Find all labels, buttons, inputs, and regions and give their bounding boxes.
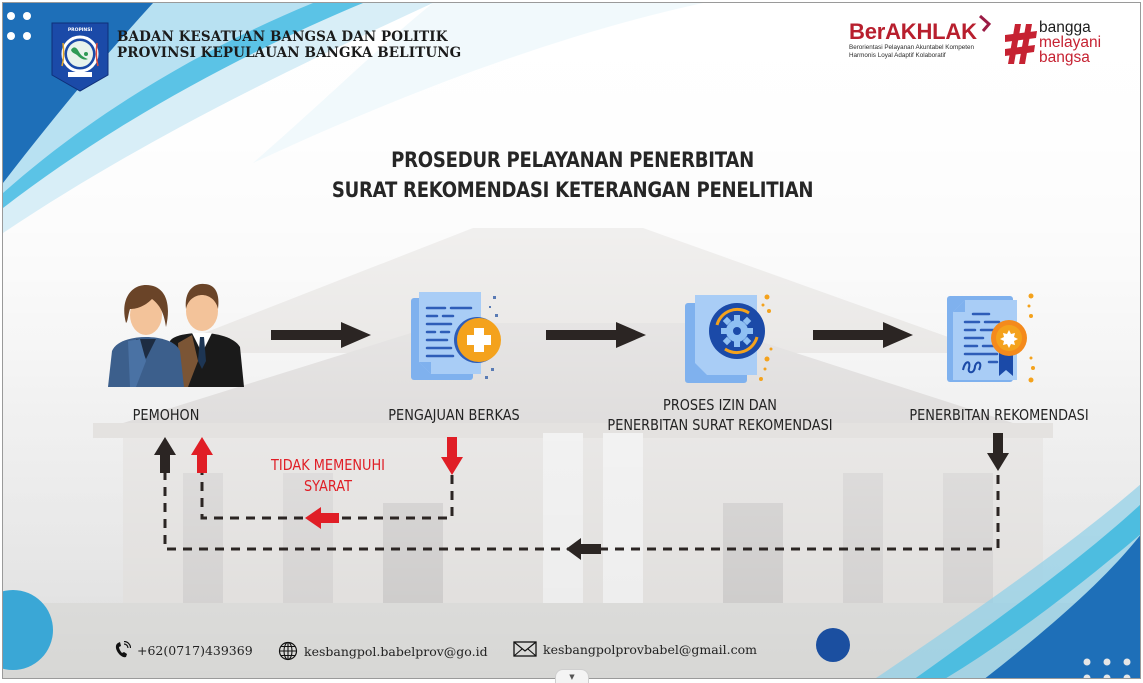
org-name-line2: PROVINSI KEPULAUAN BANGKA BELITUNG: [117, 45, 462, 61]
applicants-icon: [108, 283, 244, 387]
org-name-line1: BADAN KESATUAN BANGSA DAN POLITIK: [117, 29, 448, 45]
document-add-icon: [411, 292, 501, 380]
return-flow-lines: [154, 433, 1009, 560]
step-pengajuan-label: PENGAJUAN BERKAS: [388, 406, 520, 424]
berakhlak-sub-line1: Berorientasi Pelayanan Akuntabel Kompete…: [849, 44, 974, 51]
bangga-melayani-bangsa-logo: bangga melayani bangsa: [1005, 20, 1115, 68]
rejection-label-line2: SYARAT: [303, 477, 353, 495]
bangga-line2: melayani: [1039, 34, 1102, 51]
berakhlak-sub-line2: Harmonis Loyal Adaptif Kolaboratif: [849, 52, 946, 59]
footer-website[interactable]: kesbangpol.babelprov@go.id: [278, 641, 488, 661]
bangga-line1: bangga: [1039, 19, 1091, 36]
footer-phone: +62(0717)439369: [115, 641, 253, 659]
footer-phone-text: +62(0717)439369: [137, 642, 253, 658]
hashtag-icon: [1005, 24, 1037, 64]
arrow-right-icon: [271, 322, 371, 348]
document-process-gear-icon: [685, 294, 773, 383]
envelope-icon: [513, 641, 537, 657]
arrow-right-icon: [546, 322, 646, 348]
arrow-right-icon: [813, 322, 913, 348]
step-proses-label-line2: PENERBITAN SURAT REKOMENDASI: [607, 416, 833, 434]
footer-website-text[interactable]: kesbangpol.babelprov@go.id: [304, 643, 488, 659]
step-proses-label-line1: PROSES IZIN DAN: [663, 396, 777, 414]
rejection-label-line1: TIDAK MEMENUHI: [271, 456, 385, 474]
step-pemohon-label: PEMOHON: [132, 406, 200, 424]
step-penerbitan-label: PENERBITAN REKOMENDASI: [909, 406, 1089, 424]
chevron-down-icon: ▼: [569, 672, 575, 681]
organization-name: BADAN KESATUAN BANGSA DAN POLITIK PROVIN…: [117, 29, 461, 61]
chevron-right-icon: [979, 14, 992, 32]
page-title: PROSEDUR PELAYANAN PENERBITAN SURAT REKO…: [83, 145, 1063, 205]
step-proses-label: PROSES IZIN DAN PENERBITAN SURAT REKOMEN…: [591, 395, 849, 435]
footer-email[interactable]: kesbangpolprovbabel@gmail.com: [513, 641, 757, 657]
page-title-line1: PROSEDUR PELAYANAN PENERBITAN: [391, 148, 754, 172]
provinsi-emblem-logo: PROPINSI: [51, 22, 109, 92]
certificate-icon: [947, 293, 1035, 383]
bangga-line3: bangsa: [1039, 49, 1090, 66]
svg-text:PROPINSI: PROPINSI: [68, 27, 93, 33]
rejection-label: TIDAK MEMENUHI SYARAT: [242, 455, 414, 497]
berakhlak-logo: BerAKHLAK Berorientasi Pelayanan Akuntab…: [849, 14, 999, 70]
phone-icon: [115, 641, 131, 658]
page-title-line2: SURAT REKOMENDASI KETERANGAN PENELITIAN: [331, 178, 814, 202]
expand-panel-tab[interactable]: ▼: [555, 669, 589, 683]
globe-icon: [278, 641, 298, 661]
footer-email-text[interactable]: kesbangpolprovbabel@gmail.com: [543, 641, 757, 657]
berakhlak-title: BerAKHLAK: [849, 19, 977, 44]
